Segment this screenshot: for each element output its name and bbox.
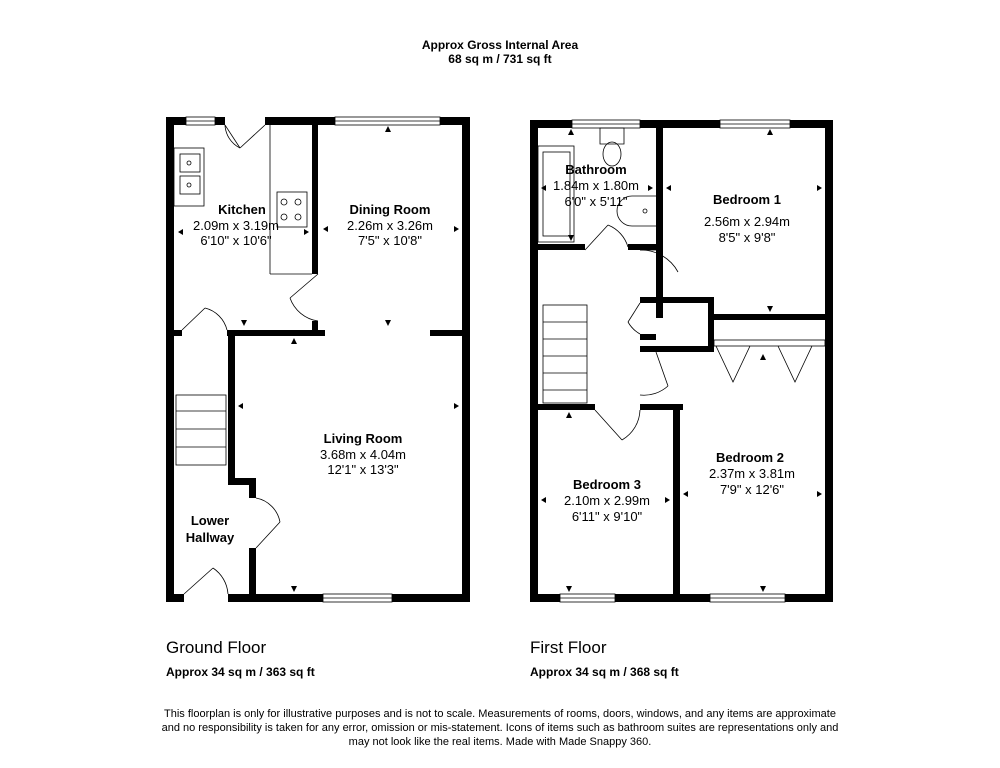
kitchen-fittings	[173, 125, 312, 275]
bedroom-2-metric: 2.37m x 3.81m	[709, 466, 795, 481]
ground-walls	[166, 117, 470, 602]
floorplan-drawing: Kitchen 2.09m x 3.19m 6'10" x 10'6" Dini…	[166, 116, 833, 603]
ground-dimension-arrows	[178, 126, 459, 592]
disclaimer: This floorplan is only for illustrative …	[110, 707, 890, 749]
lower-hallway-label-1: Lower	[191, 513, 229, 528]
first-dimension-arrows	[541, 129, 822, 592]
bedroom-2-imperial: 7'9" x 12'6"	[720, 482, 784, 497]
ground-floor-area: Approx 34 sq m / 363 sq ft	[166, 665, 315, 679]
disclaimer-line-3: may not look like the real items. Made w…	[348, 736, 652, 748]
gross-area-title: Approx Gross Internal Area	[421, 38, 579, 52]
first-floor-title: First Floor	[530, 638, 607, 657]
ground-windows	[185, 116, 441, 603]
first-walls	[530, 120, 833, 602]
kitchen-metric: 2.09m x 3.19m	[193, 218, 279, 233]
bedroom-1-imperial: 8'5" x 9'8"	[719, 230, 776, 245]
ground-floor-plan	[166, 116, 470, 603]
disclaimer-line-2: and no responsibility is taken for any e…	[161, 722, 839, 734]
living-room-metric: 3.68m x 4.04m	[320, 447, 406, 462]
ground-floor-title: Ground Floor	[166, 638, 267, 657]
living-room-label: Living Room	[324, 431, 403, 446]
bedroom-3-imperial: 6'11" x 9'10"	[572, 509, 643, 524]
kitchen-label: Kitchen	[218, 202, 266, 217]
disclaimer-line-1: This floorplan is only for illustrative …	[164, 708, 836, 720]
first-floor-area: Approx 34 sq m / 368 sq ft	[530, 665, 679, 679]
ground-stairs	[175, 394, 227, 466]
first-stairs	[542, 304, 588, 404]
bedroom-1-metric: 2.56m x 2.94m	[704, 214, 790, 229]
bathroom-metric: 1.84m x 1.80m	[553, 178, 639, 193]
first-windows	[559, 119, 791, 603]
bedroom-3-metric: 2.10m x 2.99m	[564, 493, 650, 508]
dining-room-metric: 2.26m x 3.26m	[347, 218, 433, 233]
first-doors	[584, 224, 826, 441]
bedroom-3-label: Bedroom 3	[573, 477, 641, 492]
bedroom-2-label: Bedroom 2	[716, 450, 784, 465]
bedroom-1-label: Bedroom 1	[713, 192, 781, 207]
gross-area-value: 68 sq m / 731 sq ft	[448, 52, 552, 66]
dining-room-label: Dining Room	[350, 202, 431, 217]
bathroom-imperial: 6'0" x 5'11"	[564, 194, 627, 209]
lower-hallway-label-2: Hallway	[186, 530, 235, 545]
bathroom-fittings	[537, 127, 656, 243]
kitchen-imperial: 6'10" x 10'6"	[200, 233, 272, 248]
living-room-imperial: 12'1" x 13'3"	[327, 462, 399, 477]
dining-room-imperial: 7'5" x 10'8"	[358, 233, 422, 248]
bathroom-label: Bathroom	[565, 162, 626, 177]
ground-doors	[181, 124, 319, 595]
first-floor-plan	[530, 119, 833, 603]
